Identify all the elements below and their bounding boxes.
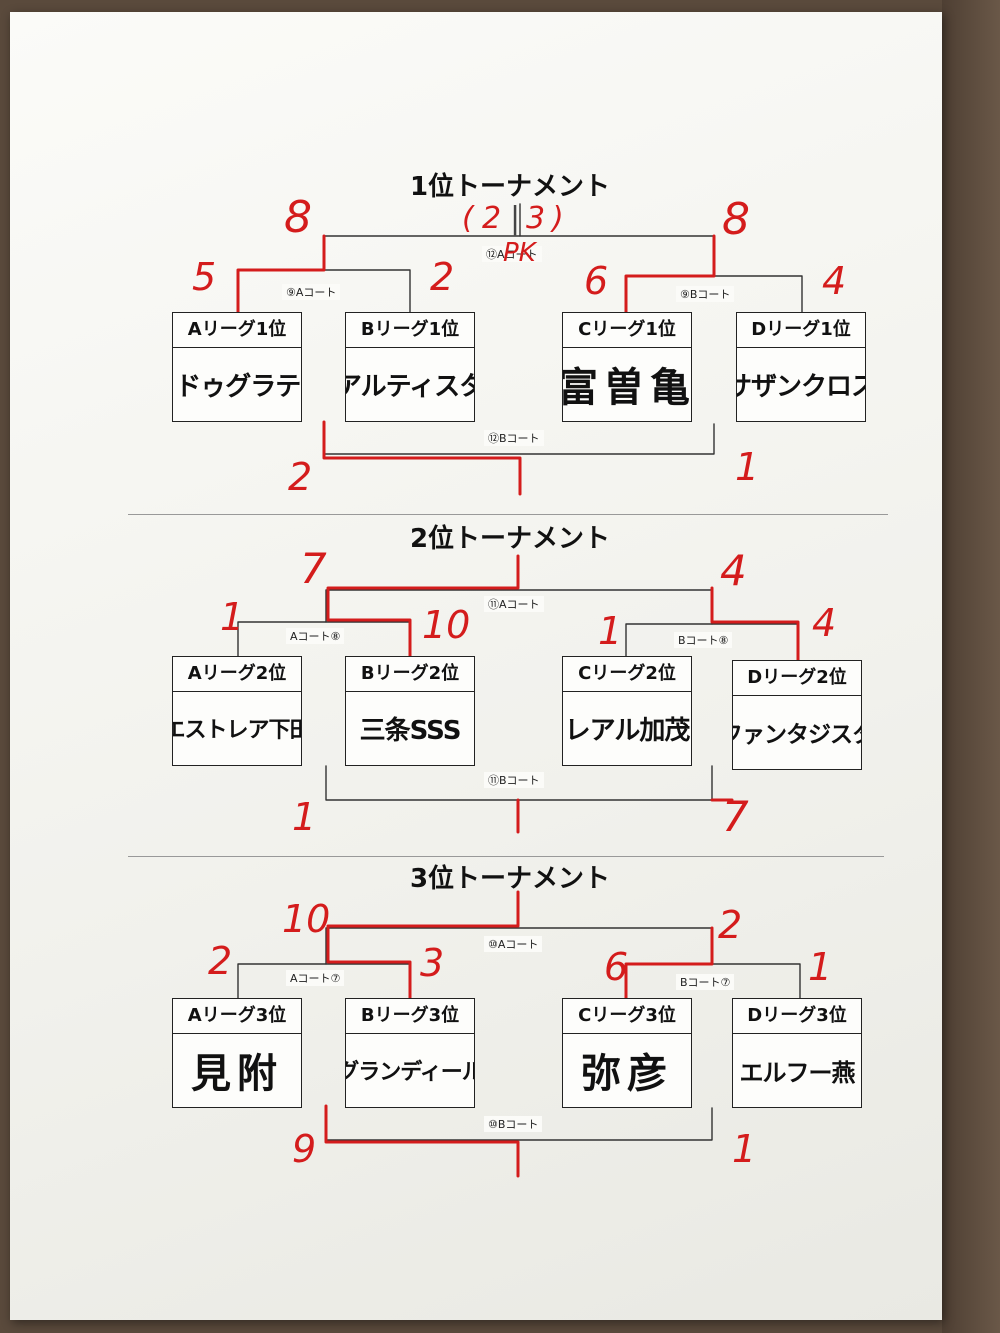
team-name: 三条SSS bbox=[359, 715, 462, 746]
section-2-score-final-left: 7 bbox=[300, 544, 327, 593]
section-divider bbox=[128, 856, 884, 857]
section-2-score-d: 4 bbox=[812, 601, 837, 645]
section-1-team-box-a: Aリーグ1位 ヌドゥグラティ bbox=[172, 312, 302, 422]
team-name: ファンタジスタ bbox=[733, 722, 861, 748]
winner-line-12 bbox=[326, 554, 520, 658]
section-2-score-final-right: 4 bbox=[720, 546, 747, 595]
team-league-label: Bリーグ1位 bbox=[346, 313, 474, 348]
section-2-score-third-right: 7 bbox=[722, 792, 749, 841]
team-name: 弥彦 bbox=[581, 1051, 673, 1097]
section-3-court-third: ⑩Bコート bbox=[484, 1116, 543, 1132]
section-2-court-final: ⑪Aコート bbox=[484, 596, 544, 612]
section-2-team-box-d: Dリーグ2位 ファンタジスタ bbox=[732, 660, 862, 770]
team-league-label: Aリーグ3位 bbox=[173, 999, 301, 1034]
section-2-court-right-semi: Bコート⑧ bbox=[674, 632, 733, 648]
section-3-court-right-semi: Bコート⑦ bbox=[676, 974, 735, 990]
winner-line-20 bbox=[326, 890, 520, 1000]
section-divider bbox=[128, 514, 888, 515]
team-name: 富曽亀 bbox=[563, 365, 691, 411]
team-league-label: Cリーグ1位 bbox=[563, 313, 691, 348]
pk-score-left: 2 bbox=[482, 201, 502, 236]
team-name: レアル加茂 bbox=[564, 715, 691, 746]
pk-divider: | bbox=[510, 201, 521, 236]
pk-paren-open: ( bbox=[462, 201, 474, 236]
section-3-team-box-a: Aリーグ3位 見附 bbox=[172, 998, 302, 1108]
section-1-court-final: ⑫Aコート bbox=[482, 246, 542, 262]
section-2-court-left-semi: Aコート⑧ bbox=[286, 628, 345, 644]
section-1-court-third: ⑫Bコート bbox=[484, 430, 544, 446]
section-3-team-box-c: Cリーグ3位 弥彦 bbox=[562, 998, 692, 1108]
pk-label: PK bbox=[503, 238, 536, 268]
wall-background bbox=[942, 0, 1000, 1333]
team-league-label: Aリーグ2位 bbox=[173, 657, 301, 692]
section-2-team-box-c: Cリーグ2位 レアル加茂 bbox=[562, 656, 692, 766]
section-2-team-box-b: Bリーグ2位 三条SSS bbox=[345, 656, 475, 766]
section-1-score-third-right: 1 bbox=[735, 445, 760, 489]
team-league-label: Bリーグ2位 bbox=[346, 657, 474, 692]
section-3-court-final: ⑩Aコート bbox=[484, 936, 543, 952]
section-2-court-third: ⑪Bコート bbox=[484, 772, 544, 788]
section-3-score-third-right: 1 bbox=[732, 1127, 757, 1171]
team-league-label: Dリーグ3位 bbox=[733, 999, 861, 1034]
section-2-score-c: 1 bbox=[598, 609, 623, 653]
team-league-label: Bリーグ3位 bbox=[346, 999, 474, 1034]
section-1-team-box-d: Dリーグ1位 サザンクロス bbox=[736, 312, 866, 422]
team-name: ヌドゥグラティ bbox=[173, 371, 301, 402]
winner-line-13 bbox=[710, 586, 800, 662]
section-1-score-d: 4 bbox=[822, 259, 847, 303]
section-2-team-box-a: Aリーグ2位 エストレア下田 bbox=[172, 656, 302, 766]
team-league-label: Dリーグ1位 bbox=[737, 313, 865, 348]
section-2-score-b: 10 bbox=[422, 603, 471, 647]
section-1-team-box-c: Cリーグ1位 富曽亀 bbox=[562, 312, 692, 422]
section-1-score-final-right: 8 bbox=[722, 194, 750, 245]
team-league-label: Dリーグ2位 bbox=[733, 661, 861, 696]
section-1-team-box-b: Bリーグ1位 アルティスタ bbox=[345, 312, 475, 422]
winner-line-6 bbox=[624, 234, 716, 314]
team-name: エルフー燕 bbox=[739, 1058, 856, 1087]
section-2-score-a: 1 bbox=[220, 595, 245, 639]
winner-line-5 bbox=[236, 234, 326, 314]
section-3-title: 3位トーナメント bbox=[409, 864, 611, 894]
section-1-score-final-left: 8 bbox=[284, 192, 312, 243]
winner-line-7 bbox=[322, 420, 522, 496]
section-1-score-a: 5 bbox=[192, 255, 217, 299]
section-3-score-third-left: 9 bbox=[292, 1127, 317, 1171]
team-name: グランディール bbox=[346, 1060, 474, 1085]
pk-paren-close: ) bbox=[552, 201, 564, 236]
section-3-score-a: 2 bbox=[208, 939, 233, 983]
team-name: エストレア下田 bbox=[173, 718, 301, 743]
team-league-label: Aリーグ1位 bbox=[173, 313, 301, 348]
section-2-title: 2位トーナメント bbox=[409, 524, 611, 554]
section-3-court-left-semi: Aコート⑦ bbox=[286, 970, 345, 986]
winner-line-22 bbox=[324, 1104, 520, 1178]
section-1-title: 1位トーナメント bbox=[409, 172, 611, 202]
winner-line-21 bbox=[624, 926, 714, 1000]
section-1-score-c: 6 bbox=[584, 259, 609, 303]
section-1-score-third-left: 2 bbox=[288, 455, 313, 499]
team-league-label: Cリーグ3位 bbox=[563, 999, 691, 1034]
section-3-score-b: 3 bbox=[420, 941, 445, 985]
section-3-score-d: 1 bbox=[808, 945, 833, 989]
team-name: 見附 bbox=[191, 1051, 283, 1097]
section-1-court-left-semi: ⑨Aコート bbox=[282, 284, 341, 300]
section-3-team-box-b: Bリーグ3位 グランディール bbox=[345, 998, 475, 1108]
section-2-score-third-left: 1 bbox=[292, 795, 317, 839]
section-3-score-final-left: 10 bbox=[282, 897, 331, 941]
section-3-score-c: 6 bbox=[604, 945, 629, 989]
pk-score-right: 3 bbox=[526, 201, 546, 236]
team-name: アルティスタ bbox=[346, 371, 474, 402]
section-1-score-b: 2 bbox=[430, 255, 455, 299]
team-name: サザンクロス bbox=[737, 371, 865, 402]
section-3-score-final-right: 2 bbox=[718, 903, 743, 947]
team-league-label: Cリーグ2位 bbox=[563, 657, 691, 692]
section-1-court-right-semi: ⑨Bコート bbox=[676, 286, 735, 302]
section-3-team-box-d: Dリーグ3位 エルフー燕 bbox=[732, 998, 862, 1108]
